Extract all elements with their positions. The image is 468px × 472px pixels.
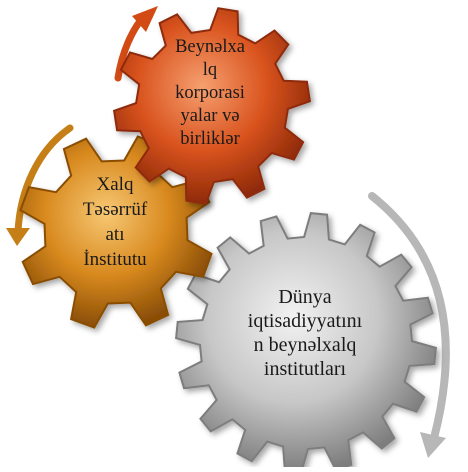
arrowhead-icon [132, 6, 158, 32]
gear-icon-silver [175, 212, 437, 472]
label-line: yalar və [180, 106, 240, 126]
curved-arrow-icon [14, 124, 74, 236]
gear-label-international-corporations: Beynəlxa lq korporasi yalar və birliklər [155, 36, 265, 151]
label-line: Dünya [278, 286, 332, 308]
arrowhead-icon [420, 432, 446, 458]
label-line: atı [105, 224, 125, 245]
label-line: Təsərrüf [82, 199, 148, 220]
curved-arrow-icon [368, 192, 450, 442]
label-line: lq [202, 60, 218, 80]
label-line: iqtisadiyyatını [247, 310, 363, 332]
label-line: korporasi [175, 83, 245, 103]
label-line: birliklər [180, 129, 240, 149]
arrowhead-icon [6, 228, 30, 246]
gear-icon [175, 212, 437, 472]
gear-label-world-institutions: Dünya iqtisadiyyatını n beynəlxalq insti… [225, 285, 385, 381]
label-line: institutları [263, 358, 347, 380]
label-line: Beynəlxa [175, 37, 245, 57]
label-line: Xalq [96, 174, 134, 195]
gear-icon-orange [112, 7, 312, 205]
gear-icon [112, 7, 312, 205]
label-line: İnstitutu [83, 249, 147, 270]
label-line: n beynəlxalq [253, 334, 357, 356]
gear-label-economy-institute: Xalq Təsərrüf atı İnstitutu [55, 172, 175, 272]
